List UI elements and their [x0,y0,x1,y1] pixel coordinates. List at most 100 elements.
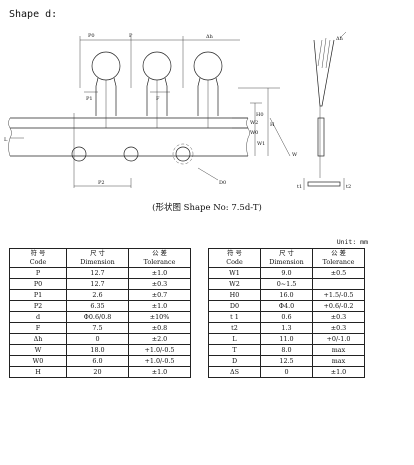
cell-code: W0 [9,355,67,367]
cell-tolerance: +1.0/-0.5 [128,344,191,356]
cell-dimension: 20 [66,366,129,378]
cell-code: D [208,355,261,367]
label-p: P [129,33,133,39]
header-symbol-zh: 符 号 [208,248,261,258]
cell-tolerance: ±1.0 [128,300,191,312]
cell-code: ΔS [208,366,261,378]
cell-dimension: 0 [66,333,129,345]
cell-tolerance: ±2.0 [128,333,191,345]
cell-code: T [208,344,261,356]
cell-dimension: 1.3 [260,322,313,334]
cell-code: H0 [208,289,261,301]
cell-dimension: 18.0 [66,344,129,356]
header-tolerance-zh: 公 差 [312,248,365,258]
unit-label: Unit: mm [336,238,368,246]
header-symbol-en: Code [208,258,261,268]
cell-tolerance [312,278,365,290]
cell-dimension: 2.6 [66,289,129,301]
cell-code: P1 [9,289,67,301]
header-tolerance-zh: 公 差 [128,248,191,258]
label-w2: W2 [250,120,258,126]
label-w: W [292,152,298,158]
cell-dimension: 16.0 [260,289,313,301]
cell-tolerance: ±1.0 [128,366,191,378]
cell-dimension: 8.0 [260,344,313,356]
label-w1: W1 [257,141,265,147]
cell-code: Δh [9,333,67,345]
cell-code: P2 [9,300,67,312]
header-symbol-zh: 符 号 [9,248,67,258]
label-p2: P2 [98,180,105,186]
cell-tolerance: ±0.8 [128,322,191,334]
label-dh-top: Δh [206,34,214,40]
cell-dimension: 6.0 [66,355,129,367]
cell-code: P [9,267,67,279]
cell-code: H [9,366,67,378]
cell-tolerance: +0.6/-0.2 [312,300,365,312]
cell-code: D0 [208,300,261,312]
shape-title: Shape d: [9,9,58,20]
label-h: H [270,122,275,128]
cell-tolerance: ±0.5 [312,267,365,279]
cell-code: d [9,311,67,323]
cell-dimension: Φ4.0 [260,300,313,312]
cell-dimension: 0~1.5 [260,278,313,290]
cell-dimension: Φ0.6/0.8 [66,311,129,323]
cell-dimension: 12.5 [260,355,313,367]
label-l: L [4,137,8,143]
cell-dimension: 0 [260,366,313,378]
cell-tolerance: ±0.3 [128,278,191,290]
cell-code: P0 [9,278,67,290]
cell-code: W [9,344,67,356]
taping-drawing: P0 P Δh P1 F W2 W0 W1 H0 H W L P2 D0 t1 … [4,31,351,190]
cell-dimension: 9.0 [260,267,313,279]
capacitors [91,51,223,128]
dimension-lines [10,36,291,188]
cell-dimension: 7.5 [66,322,129,334]
cell-code: F [9,322,67,334]
cell-code: L [208,333,261,345]
cell-tolerance: ±1.0 [312,366,365,378]
header-dimension-en: Dimension [66,258,129,268]
label-d0: D0 [219,180,226,186]
header-dimension-zh: 尺 寸 [260,248,313,258]
cell-tolerance: max [312,344,365,356]
cell-tolerance: max [312,355,365,367]
header-tolerance-en: Tolerance [128,258,191,268]
label-f: F [156,96,160,102]
cell-tolerance: ±10% [128,311,191,323]
cell-code: W1 [208,267,261,279]
label-h0: H0 [256,112,264,118]
cell-dimension: 11.0 [260,333,313,345]
cell-tolerance: ±0.3 [312,322,365,334]
cell-code: W2 [208,278,261,290]
figure-caption: (形状图 Shape No: 7.5d-T) [152,203,262,213]
label-t1: t1 [297,184,302,190]
label-w0: W0 [250,130,258,136]
header-dimension-en: Dimension [260,258,313,268]
cell-tolerance: ±0.7 [128,289,191,301]
label-p0: P0 [88,33,95,39]
carrier-tape [8,117,250,157]
cell-code: t 1 [208,311,261,323]
cell-dimension: 12.7 [66,267,129,279]
